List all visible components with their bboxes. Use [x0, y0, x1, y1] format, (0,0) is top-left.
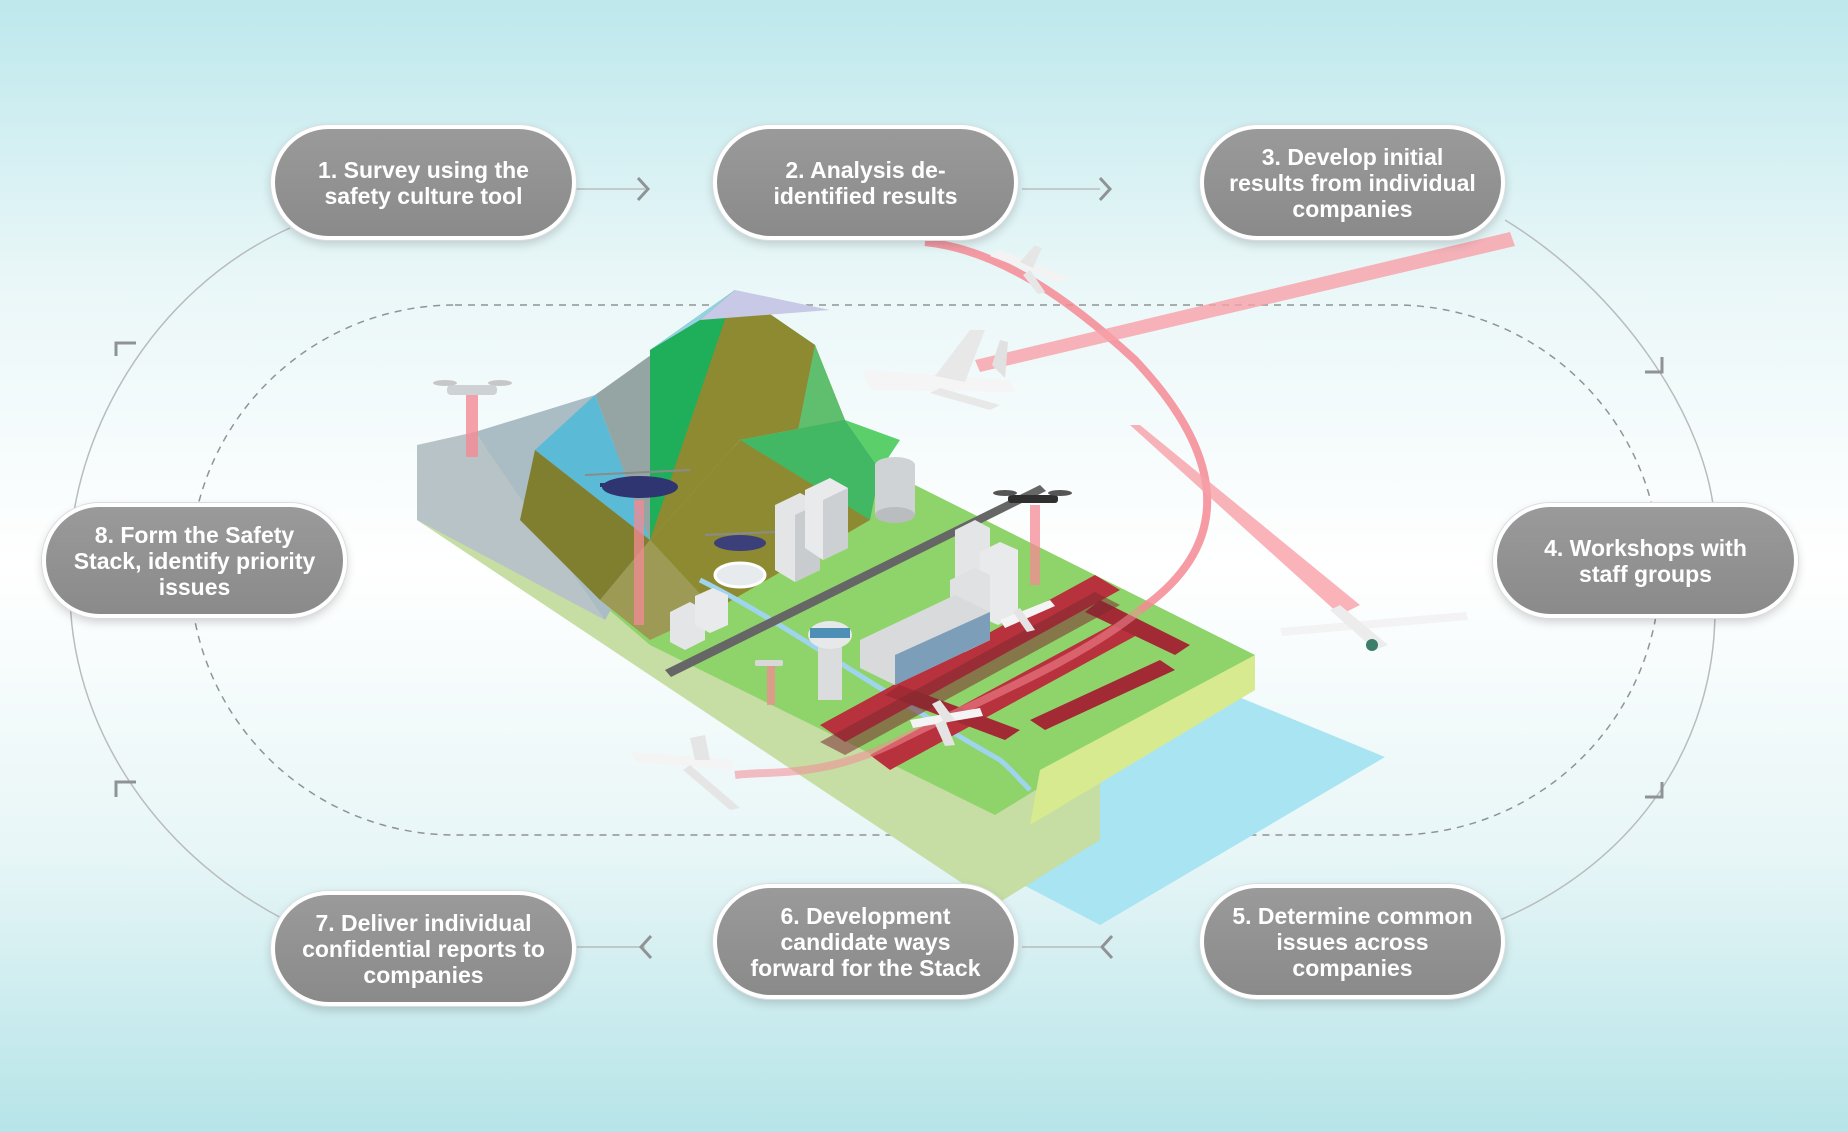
shore-strip — [1030, 655, 1255, 825]
step-8-label: 8. Form the Safety Stack, identify prior… — [73, 521, 316, 600]
arrow-icon — [636, 176, 651, 202]
arrow-icon — [1645, 782, 1664, 799]
step-2: 2. Analysis de-identified results — [713, 125, 1018, 240]
arrow-icon — [1099, 934, 1114, 960]
drone-icon — [993, 490, 1072, 503]
helicopter-icon — [584, 469, 691, 498]
step-7-label: 7. Deliver individual confidential repor… — [302, 909, 545, 988]
mountain — [417, 290, 900, 640]
step-6: 6. Development candidate ways forward fo… — [713, 884, 1018, 999]
arrow-icon — [1098, 176, 1113, 202]
arrow-icon — [638, 934, 653, 960]
step-6-label: 6. Development candidate ways forward fo… — [750, 902, 981, 981]
building-icon — [695, 588, 728, 633]
step-1-label: 1. Survey using the safety culture tool — [318, 156, 529, 209]
step-5: 5. Determine common issues across compan… — [1200, 884, 1505, 999]
rail-bridge — [665, 485, 1046, 677]
airliner-icon — [863, 330, 1015, 410]
step-1: 1. Survey using the safety culture tool — [271, 125, 576, 240]
step-4: 4. Workshops with staff groups — [1493, 503, 1798, 618]
flight-paths — [466, 232, 1515, 779]
airliner-icon — [910, 700, 983, 746]
arrow-icons — [114, 176, 1664, 960]
step-3: 3. Develop initial results from individu… — [1200, 125, 1505, 240]
hangar-icon — [860, 595, 990, 685]
arrow-icon — [114, 341, 136, 356]
drone-icon — [755, 660, 783, 666]
aircraft — [433, 245, 1468, 810]
helipad — [713, 561, 767, 589]
step-3-label: 3. Develop initial results from individu… — [1229, 143, 1476, 222]
arrow-icon — [1645, 357, 1664, 374]
buildings — [670, 457, 1018, 700]
helicopter-icon — [704, 531, 776, 551]
control-tower-icon — [808, 621, 852, 700]
light-aircraft-icon — [1280, 605, 1468, 651]
business-jet-icon — [632, 735, 740, 810]
step-8: 8. Form the Safety Stack, identify prior… — [42, 503, 347, 618]
drone-icon — [433, 380, 512, 395]
airliner-icon — [990, 245, 1070, 294]
step-7: 7. Deliver individual confidential repor… — [271, 891, 576, 1006]
radar-icon — [875, 457, 915, 523]
step-2-label: 2. Analysis de-identified results — [773, 156, 958, 209]
arrow-icon — [114, 780, 136, 797]
step-5-label: 5. Determine common issues across compan… — [1232, 902, 1473, 981]
step-4-label: 4. Workshops with staff groups — [1544, 534, 1747, 587]
airliner-icon — [1000, 600, 1055, 632]
building-icon — [805, 478, 848, 560]
